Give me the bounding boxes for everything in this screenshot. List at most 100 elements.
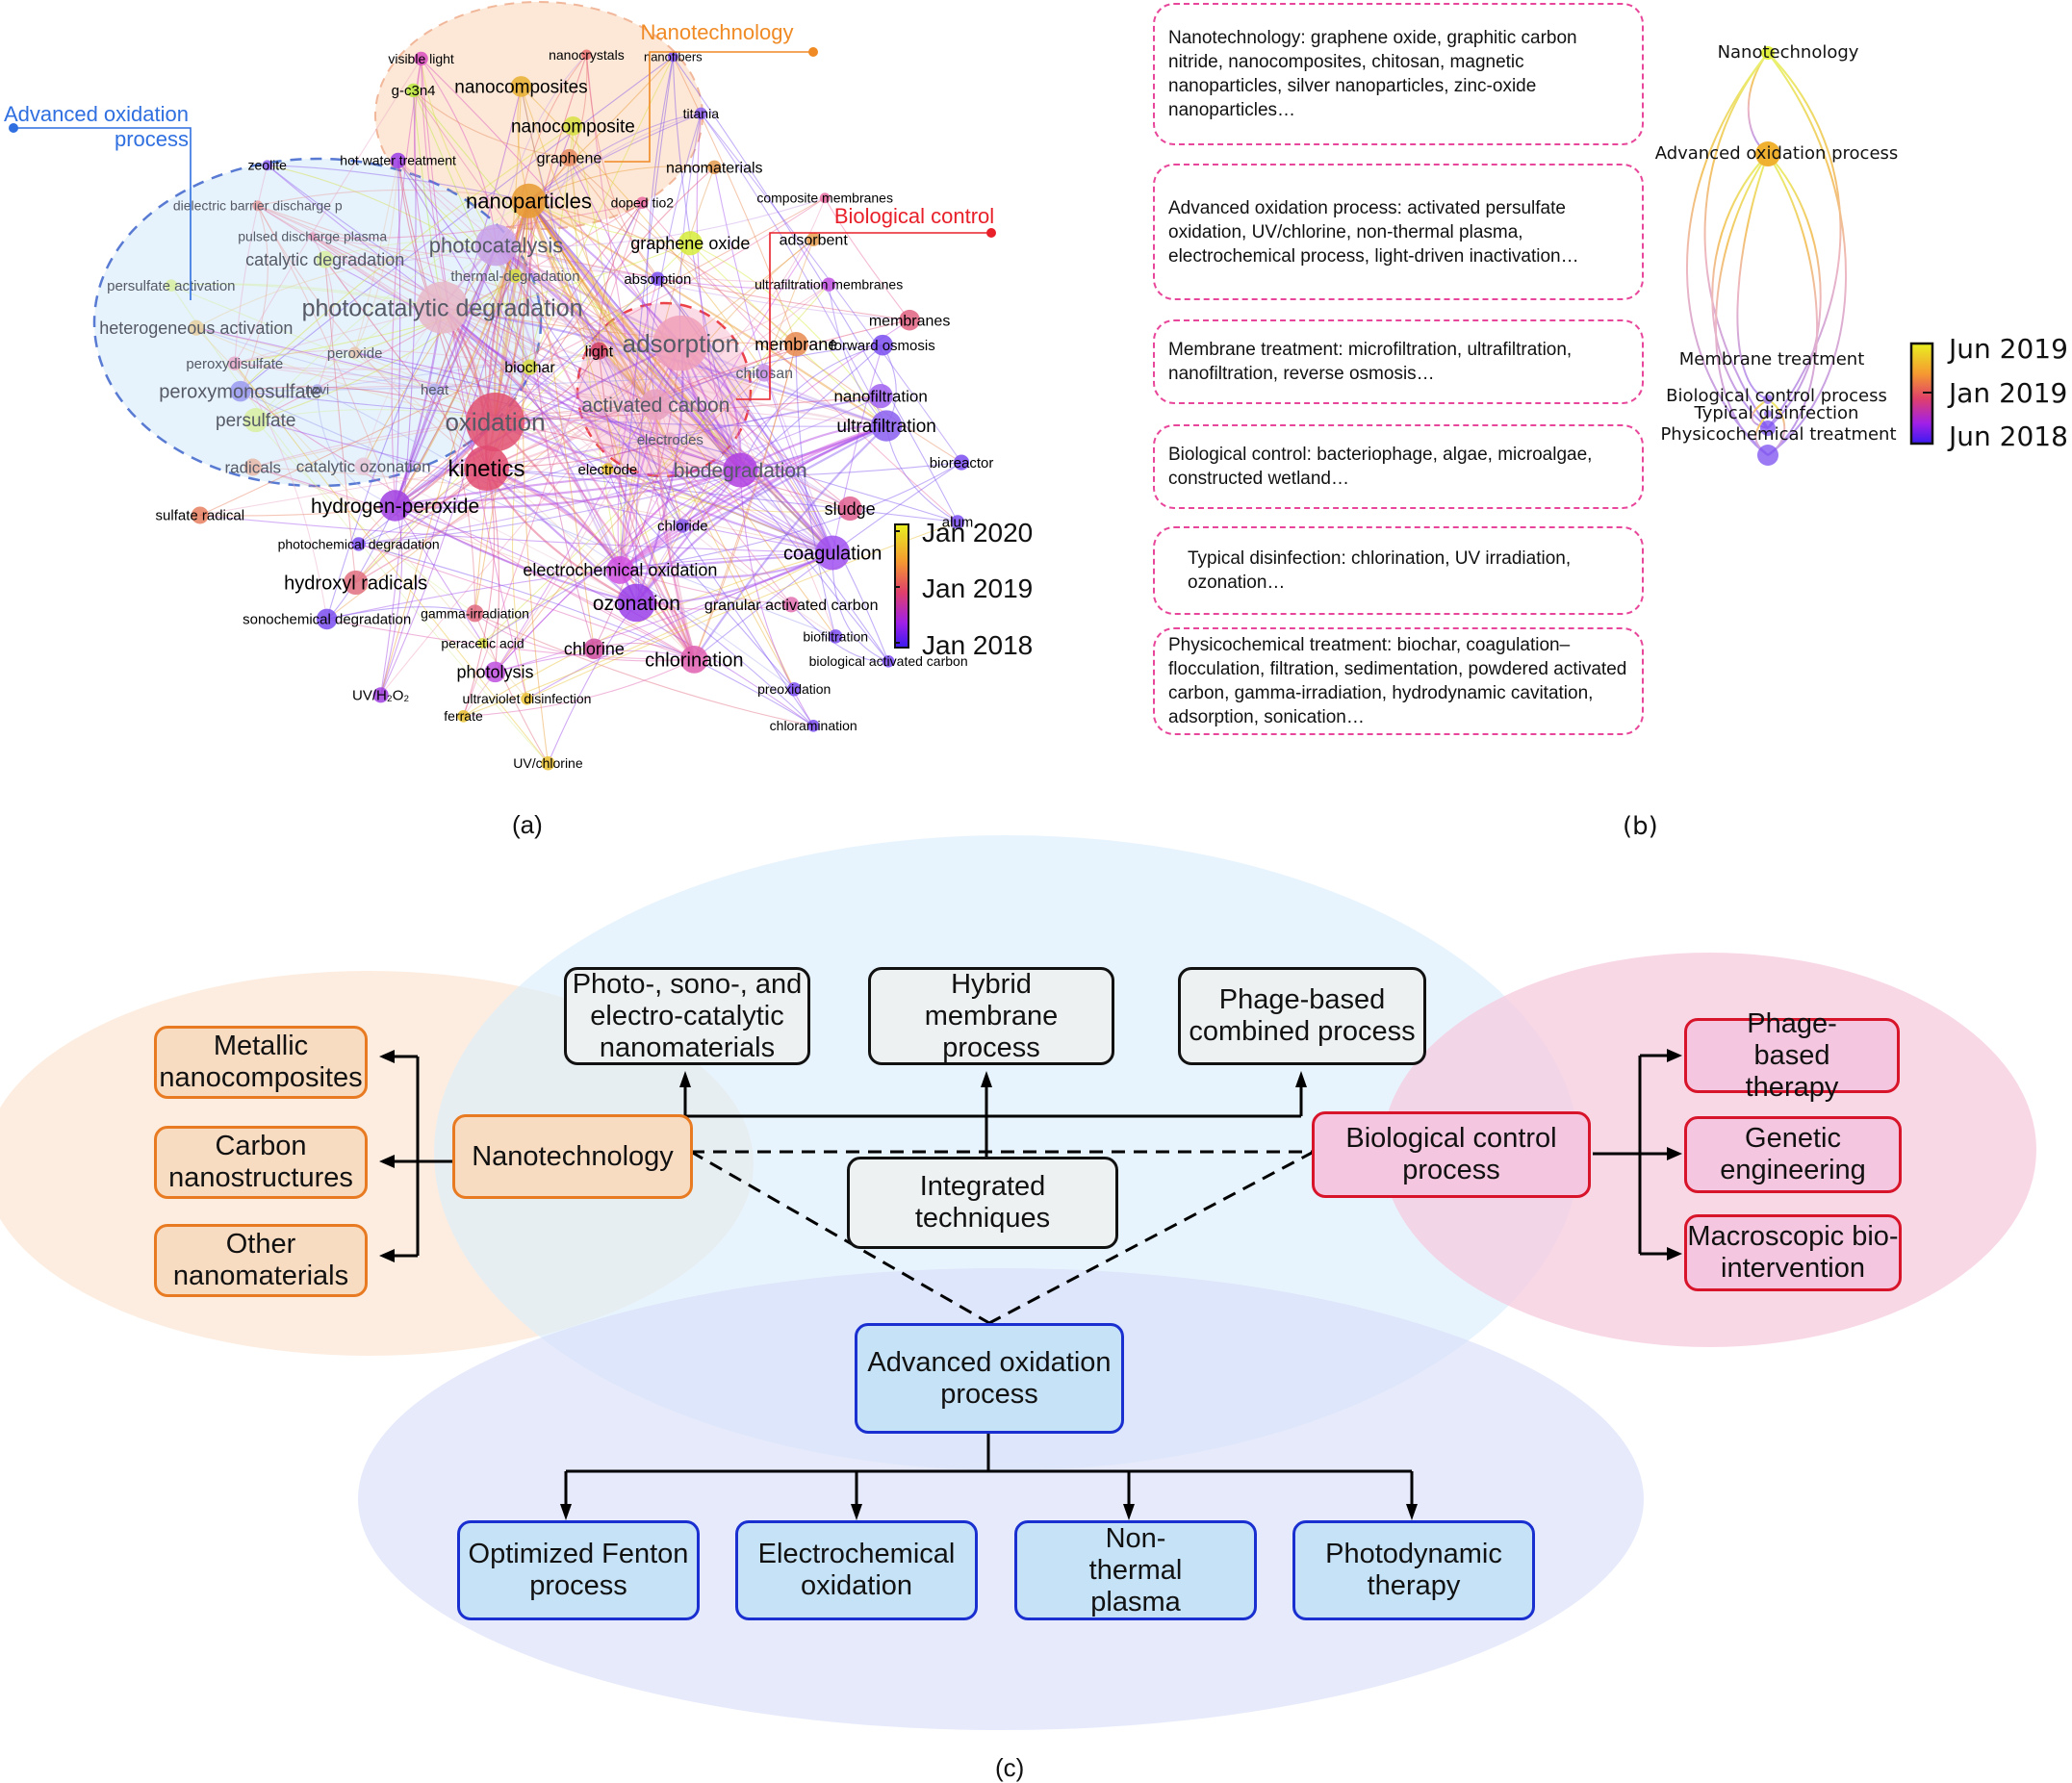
network-edge	[620, 551, 833, 572]
network-edge	[234, 363, 549, 764]
network-edge	[527, 200, 742, 471]
keyword-label: doped tio2	[611, 195, 675, 211]
network-node	[316, 250, 334, 268]
keyword-label: biochar	[504, 360, 555, 376]
network-edge	[739, 470, 814, 726]
network-edge	[527, 200, 833, 554]
network-edge	[355, 343, 681, 583]
network-node	[723, 452, 758, 488]
box-non-thermal-plasma: Non-thermal plasma	[1014, 1520, 1257, 1620]
network-edge	[267, 165, 529, 202]
overlay-node-disinfection	[1760, 420, 1776, 436]
keyword-label: UV/chlorine	[513, 755, 583, 771]
network-edge	[494, 420, 696, 661]
keyword-label: alum	[942, 515, 974, 531]
network-edge	[568, 157, 741, 471]
network-edge	[234, 307, 443, 365]
dashed-links	[690, 1150, 1315, 1325]
network-edge	[654, 404, 696, 660]
network-edge	[739, 344, 883, 471]
network-edge	[619, 239, 814, 571]
keyword-label: ultraviolet disinfection	[463, 691, 592, 706]
keyword-label: dielectric barrier discharge p	[173, 198, 343, 214]
network-edge	[354, 352, 741, 471]
callout-nanotechnology-label: Nanotechnology	[640, 20, 793, 44]
network-edge	[521, 86, 765, 373]
network-edge	[234, 242, 691, 365]
network-edge	[619, 166, 715, 571]
network-edge	[617, 278, 658, 571]
network-edge	[496, 244, 910, 321]
network-edge	[527, 200, 657, 406]
network-edge	[442, 307, 836, 637]
network-edge	[527, 200, 683, 526]
network-edge	[354, 352, 959, 523]
callout-nanotechnology: Nanotechnology	[604, 20, 818, 163]
network-edge	[620, 462, 962, 571]
network-node	[787, 682, 802, 697]
network-edge	[607, 469, 833, 553]
network-node	[617, 583, 656, 623]
network-edge	[495, 243, 834, 554]
network-node	[351, 537, 366, 551]
network-edge	[654, 239, 814, 405]
network-node	[406, 83, 421, 98]
network-node	[227, 356, 242, 370]
network-node	[882, 655, 895, 668]
network-edge	[824, 197, 910, 321]
network-edge	[572, 125, 621, 571]
network-edge	[527, 199, 887, 427]
network-edge	[267, 165, 833, 553]
network-edge	[395, 86, 523, 506]
network-edge	[528, 113, 702, 202]
network-edge	[434, 200, 530, 390]
keyword-label: persulfate	[216, 411, 295, 431]
keyword-box-aop: Advanced oxidation process: activated pe…	[1153, 164, 1644, 300]
network-edge	[394, 342, 681, 507]
network-edge	[607, 469, 851, 513]
network-edge	[240, 56, 674, 393]
overlay-label-disinfection: Typical disinfection	[1694, 403, 1859, 423]
box-other-nanomaterials: Other nanomaterials	[154, 1224, 368, 1297]
network-node	[457, 709, 470, 723]
network-edge	[312, 236, 851, 509]
keyword-box-physicochemical: Physicochemical treatment: biochar, coag…	[1153, 627, 1644, 735]
network-edge	[598, 202, 643, 351]
network-edge	[317, 343, 681, 391]
keyword-box-disinfection: Typical disinfection: chlorination, UV i…	[1153, 526, 1644, 615]
network-edge	[495, 421, 851, 510]
keyword-label: kinetics	[448, 456, 525, 482]
box-genetic-engineering: Genetic engineering	[1684, 1116, 1902, 1193]
overlay-edges	[1685, 52, 1848, 456]
network-node	[601, 463, 614, 475]
network-edge	[326, 606, 475, 620]
keyword-label: forward osmosis	[831, 338, 935, 354]
network-edge	[326, 307, 444, 620]
keyword-label: nanocomposites	[454, 78, 587, 98]
network-edge	[358, 395, 882, 546]
network-edge	[528, 113, 702, 202]
network-edge	[495, 551, 833, 673]
keyword-label: electrodes	[637, 432, 703, 448]
network-node	[522, 359, 538, 375]
network-node	[372, 687, 389, 703]
network-node	[868, 384, 893, 409]
network-edge	[354, 160, 399, 353]
network-edge	[520, 86, 683, 526]
box-photodynamic-therapy: Photodynamic therapy	[1292, 1520, 1535, 1620]
network-edge	[394, 307, 444, 506]
network-edge	[495, 319, 910, 673]
network-edge	[496, 244, 814, 726]
network-edge	[395, 469, 741, 507]
network-edge	[252, 467, 637, 603]
network-edge	[413, 89, 833, 553]
network-edge	[635, 113, 702, 603]
network-node	[379, 490, 411, 522]
box-optimized-fenton-process: Optimized Fenton process	[457, 1520, 700, 1620]
network-edge	[326, 239, 814, 620]
network-node	[521, 693, 533, 705]
aop-arrowheads	[560, 1504, 1418, 1520]
network-edge	[495, 244, 638, 603]
callout-aop: Advanced oxidation process	[4, 102, 192, 300]
